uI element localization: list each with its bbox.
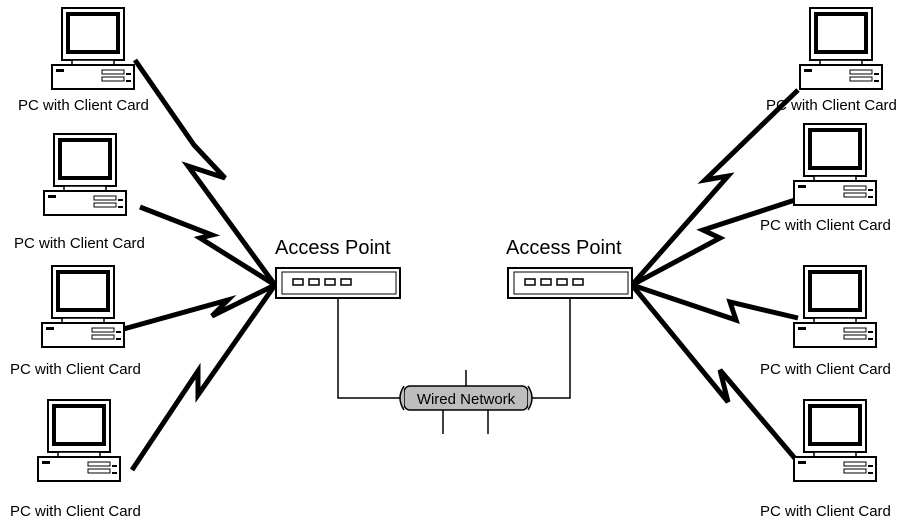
pc-label: PC with Client Card [760,503,891,520]
wireless-links-left [119,58,278,472]
computer-icon [792,264,878,349]
computer-icon [42,132,128,217]
pc-label: PC with Client Card [14,235,145,252]
wireless-link [631,282,799,324]
pc-right-1: PC with Client Card [766,6,897,114]
wireless-link [630,88,800,287]
wireless-links-right [630,88,800,464]
wired-network-label: Wired Network [417,391,516,408]
access-point-right: Access Point [506,237,633,299]
wireless-link [132,58,278,287]
computer-icon [792,122,878,207]
pc-label: PC with Client Card [760,361,891,378]
pc-left-1: PC with Client Card [18,6,149,114]
pc-label: PC with Client Card [766,97,897,114]
wireless-link [119,282,277,333]
wired-network: Wired Network [399,385,533,411]
wired-connections [337,298,571,434]
pc-left-3: PC with Client Card [10,264,141,378]
pc-right-3: PC with Client Card [760,264,891,378]
computer-icon [36,398,122,483]
wireless-link [139,204,277,288]
computer-icon [50,6,136,91]
computer-icon [792,398,878,483]
pc-label: PC with Client Card [18,97,149,114]
access-point-label: Access Point [275,237,391,259]
access-point-left: Access Point [275,237,401,299]
pc-right-4: PC with Client Card [760,398,891,520]
access-point-label: Access Point [506,237,622,259]
wireless-link [630,197,796,288]
pc-left-2: PC with Client Card [14,132,145,252]
pc-label: PC with Client Card [10,361,141,378]
wireless-link [129,283,278,472]
pc-label: PC with Client Card [10,503,141,520]
pc-right-2: PC with Client Card [760,122,891,234]
computer-icon [798,6,884,91]
pc-left-4: PC with Client Card [10,398,141,520]
computer-icon [40,264,126,349]
pc-label: PC with Client Card [760,217,891,234]
wireless-link [630,283,800,464]
